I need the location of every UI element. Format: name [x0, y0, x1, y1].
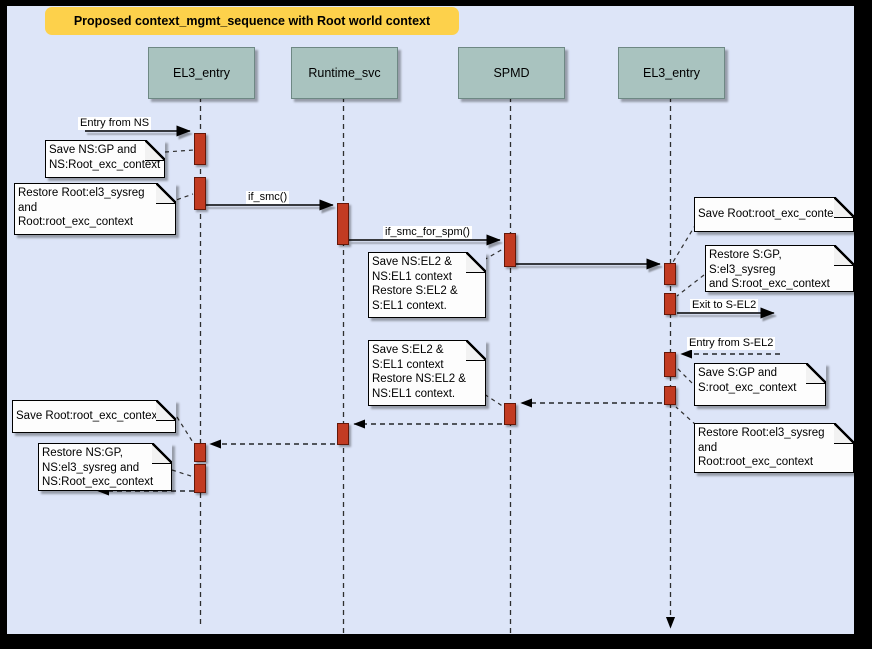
message-label-entry-from-ns: Entry from NS [78, 117, 152, 130]
note-save-root-exc-right: Save Root:root_exc_context [694, 197, 854, 232]
note-fold-icon [806, 363, 826, 384]
message-label-if-smc: if_smc() [246, 191, 290, 204]
note-text: Save NS:EL2 & NS:EL1 context Restore S:E… [372, 256, 458, 312]
note-fold-icon [466, 252, 486, 273]
note-text: Save Root:root_exc_context [16, 410, 161, 423]
diagram-title: Proposed context_mgmt_sequence with Root… [45, 7, 459, 35]
participant-runtime-svc: Runtime_svc [291, 47, 398, 99]
activation-bar [664, 386, 676, 405]
activation-bar [194, 177, 206, 210]
note-fold-icon [145, 140, 165, 161]
note-fold-icon [156, 183, 176, 204]
note-restore-root-sysreg-bottom: Restore Root:el3_sysreg and Root:root_ex… [694, 423, 854, 473]
note-text: Restore NS:GP, NS:el3_sysreg and NS:Root… [42, 447, 154, 488]
participant-spmd: SPMD [458, 47, 565, 99]
note-save-ns-el2: Save NS:EL2 & NS:EL1 context Restore S:E… [368, 252, 486, 318]
activation-bar [664, 263, 676, 285]
note-text: Save S:EL2 & S:EL1 context Restore NS:EL… [372, 344, 466, 400]
note-save-s-gp: Save S:GP and S:root_exc_context [694, 363, 826, 406]
frame-border-top [0, 0, 872, 6]
activation-bar [194, 443, 206, 462]
frame-border-right [854, 0, 872, 649]
frame-border-left [0, 0, 7, 649]
participant-el3-entry-left: EL3_entry [148, 47, 255, 99]
note-restore-ns-gp: Restore NS:GP, NS:el3_sysreg and NS:Root… [38, 443, 172, 491]
note-text: Save Root:root_exc_context [698, 208, 843, 221]
note-fold-icon [156, 400, 176, 421]
note-text: Restore Root:el3_sysreg and Root:root_ex… [18, 187, 145, 228]
activation-bar [194, 133, 206, 165]
note-fold-icon [834, 423, 854, 444]
participant-el3-entry-right: EL3_entry [618, 47, 725, 99]
note-text: Restore Root:el3_sysreg and Root:root_ex… [698, 427, 825, 468]
note-fold-icon [834, 197, 854, 218]
activation-bar [664, 293, 676, 315]
activation-bar [504, 403, 516, 425]
note-restore-root-sysreg-top: Restore Root:el3_sysreg and Root:root_ex… [14, 183, 176, 235]
note-save-ns-gp: Save NS:GP and NS:Root_exc_context [45, 140, 165, 178]
activation-bar [194, 464, 206, 493]
note-text: Save NS:GP and NS:Root_exc_context [49, 144, 161, 171]
activation-bar [664, 352, 676, 377]
note-restore-s-gp: Restore S:GP, S:el3_sysreg and S:root_ex… [705, 245, 854, 292]
note-fold-icon [152, 443, 172, 464]
activation-bar [504, 233, 516, 267]
note-text: Save S:GP and S:root_exc_context [698, 367, 797, 394]
message-label-entry-from-s-el2: Entry from S-EL2 [687, 337, 776, 350]
note-text: Restore S:GP, S:el3_sysreg and S:root_ex… [709, 249, 830, 290]
activation-bar [337, 203, 349, 245]
activation-bar [337, 423, 349, 445]
note-save-s-el2: Save S:EL2 & S:EL1 context Restore NS:EL… [368, 340, 486, 406]
note-save-root-exc-left: Save Root:root_exc_context [12, 400, 176, 433]
message-label-if-smc-for-spm: if_smc_for_spm() [383, 226, 472, 239]
message-label-exit-to-s-el2: Exit to S-EL2 [690, 299, 759, 312]
frame-border-bottom [0, 634, 872, 649]
note-fold-icon [834, 245, 854, 266]
note-fold-icon [466, 340, 486, 361]
